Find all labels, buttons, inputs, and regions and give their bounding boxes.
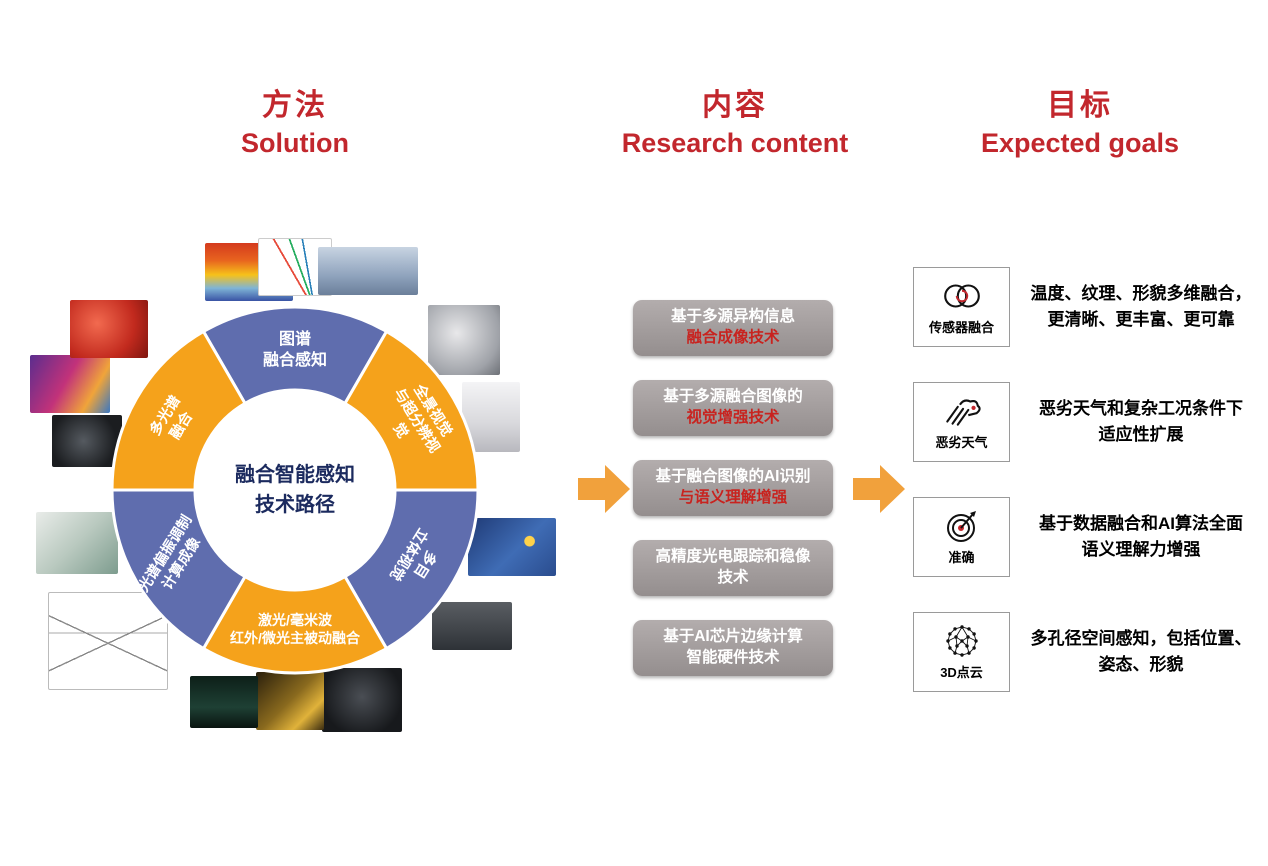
donut-label-map-fusion: 图谱 融合感知 (262, 331, 328, 369)
thumbnail-thermal-blocks-scene (468, 518, 556, 576)
thumbnail-low-light-ship-image (190, 676, 258, 728)
thumbnail-black-lens-module (52, 415, 122, 467)
point-cloud-icon (945, 625, 978, 657)
research-box-line1: 基于融合图像的AI识别 (655, 468, 811, 486)
goal-item-bad-weather: 恶劣天气 (913, 382, 1010, 462)
research-box-ai-chip-edge-computing: 基于AI芯片边缘计算 智能硬件技术 (633, 620, 833, 676)
research-box-line2: 融合成像技术 (686, 329, 780, 346)
sensor-fusion-icon (943, 284, 980, 308)
solution-header-en: Solution (241, 128, 349, 158)
thumbnail-red-berries-thermal (70, 300, 148, 358)
research-box-photoelectric-tracking: 高精度光电跟踪和稳像 技术 (633, 540, 833, 596)
thumbnail-infrared-gold-image (256, 672, 324, 730)
thumbnail-optical-path-diagram (48, 592, 168, 690)
expected-goals-header: 目标 Expected goals (938, 80, 1222, 159)
donut-segment-panoramic-vision (342, 329, 480, 492)
flow-arrow-content-to-goals (853, 465, 905, 513)
expected-goals-header-en: Expected goals (980, 128, 1180, 158)
donut-label-laser-mmwave: 激光/毫米波 红外/微光主被动融合 (230, 611, 360, 646)
thumbnail-gimbal-camera (322, 668, 402, 732)
thumbnail-optical-bench-setup (36, 512, 118, 574)
research-box-ai-recognition: 基于融合图像的AI识别 与语义理解增强 (633, 460, 833, 516)
goal-description-sensor-fusion: 温度、纹理、形貌多维融合， 更清晰、更丰富、更可靠 (1030, 284, 1252, 330)
donut-ring (110, 305, 480, 675)
research-box-line1: 基于多源异构信息 (670, 308, 795, 326)
expected-goals-header-zh: 目标 (1047, 89, 1113, 122)
arrow-right-icon (578, 465, 630, 513)
research-box-line2: 与语义理解增强 (678, 489, 788, 506)
goal-description-accuracy: 基于数据融合和AI算法全面 语义理解力增强 (1039, 514, 1243, 560)
thumbnail-stereo-camera (432, 602, 512, 650)
research-content-header: 内容 Research content (583, 80, 887, 159)
solution-donut: 图谱 融合感知 全景视觉 与超分辨视觉 多目 立体视觉 激光/毫米波 红外/微光… (100, 295, 490, 685)
research-box-line1: 高精度光电跟踪和稳像 (655, 548, 811, 566)
goal-label: 恶劣天气 (935, 435, 988, 450)
research-box-line1: 基于AI芯片边缘计算 (663, 628, 803, 646)
goal-item-sensor-fusion: 传感器融合 (913, 267, 1010, 347)
accuracy-target-icon (946, 511, 976, 542)
goal-item-3d-point-cloud: 3D点云 (913, 612, 1010, 692)
thumbnail-hyperspectral-map (30, 355, 110, 413)
research-content-header-en: Research content (621, 128, 849, 158)
donut-center-label: 融合智能感知 技术路径 (235, 464, 355, 516)
research-content-column: 基于多源异构信息 融合成像技术 基于多源融合图像的 视觉增强技术 基于融合图像的… (633, 300, 833, 676)
research-box-line1: 基于多源融合图像的 (663, 388, 803, 406)
goal-label: 传感器融合 (928, 320, 994, 335)
goal-description-bad-weather: 恶劣天气和复杂工况条件下 适应性扩展 (1039, 399, 1243, 445)
research-box-fusion-imaging: 基于多源异构信息 融合成像技术 (633, 300, 833, 356)
thumbnail-street-panorama (318, 247, 418, 295)
solution-header: 方法 Solution (170, 80, 420, 159)
research-content-header-zh: 内容 (702, 89, 768, 122)
donut-segment-spectral-polarization (110, 488, 248, 651)
thumbnail-multi-lens-cube-camera (428, 305, 500, 375)
research-box-visual-enhancement: 基于多源融合图像的 视觉增强技术 (633, 380, 833, 436)
goal-item-accuracy: 准确 (913, 497, 1010, 577)
solution-header-zh: 方法 (262, 89, 328, 122)
research-box-line2: 智能硬件技术 (686, 649, 780, 666)
flow-arrow-solution-to-content (578, 465, 630, 513)
goal-label: 3D点云 (940, 665, 983, 680)
goal-description-3d-point-cloud: 多孔径空间感知，包括位置、 姿态、形貌 (1030, 629, 1252, 675)
donut-segment-multispectral-fusion (110, 329, 248, 492)
bad-weather-icon (945, 399, 981, 426)
research-box-line2: 视觉增强技术 (686, 409, 780, 426)
goal-label: 准确 (948, 550, 975, 565)
arrow-right-icon (853, 465, 905, 513)
research-box-line2: 技术 (717, 569, 749, 586)
donut-segment-stereo-vision (342, 488, 480, 651)
